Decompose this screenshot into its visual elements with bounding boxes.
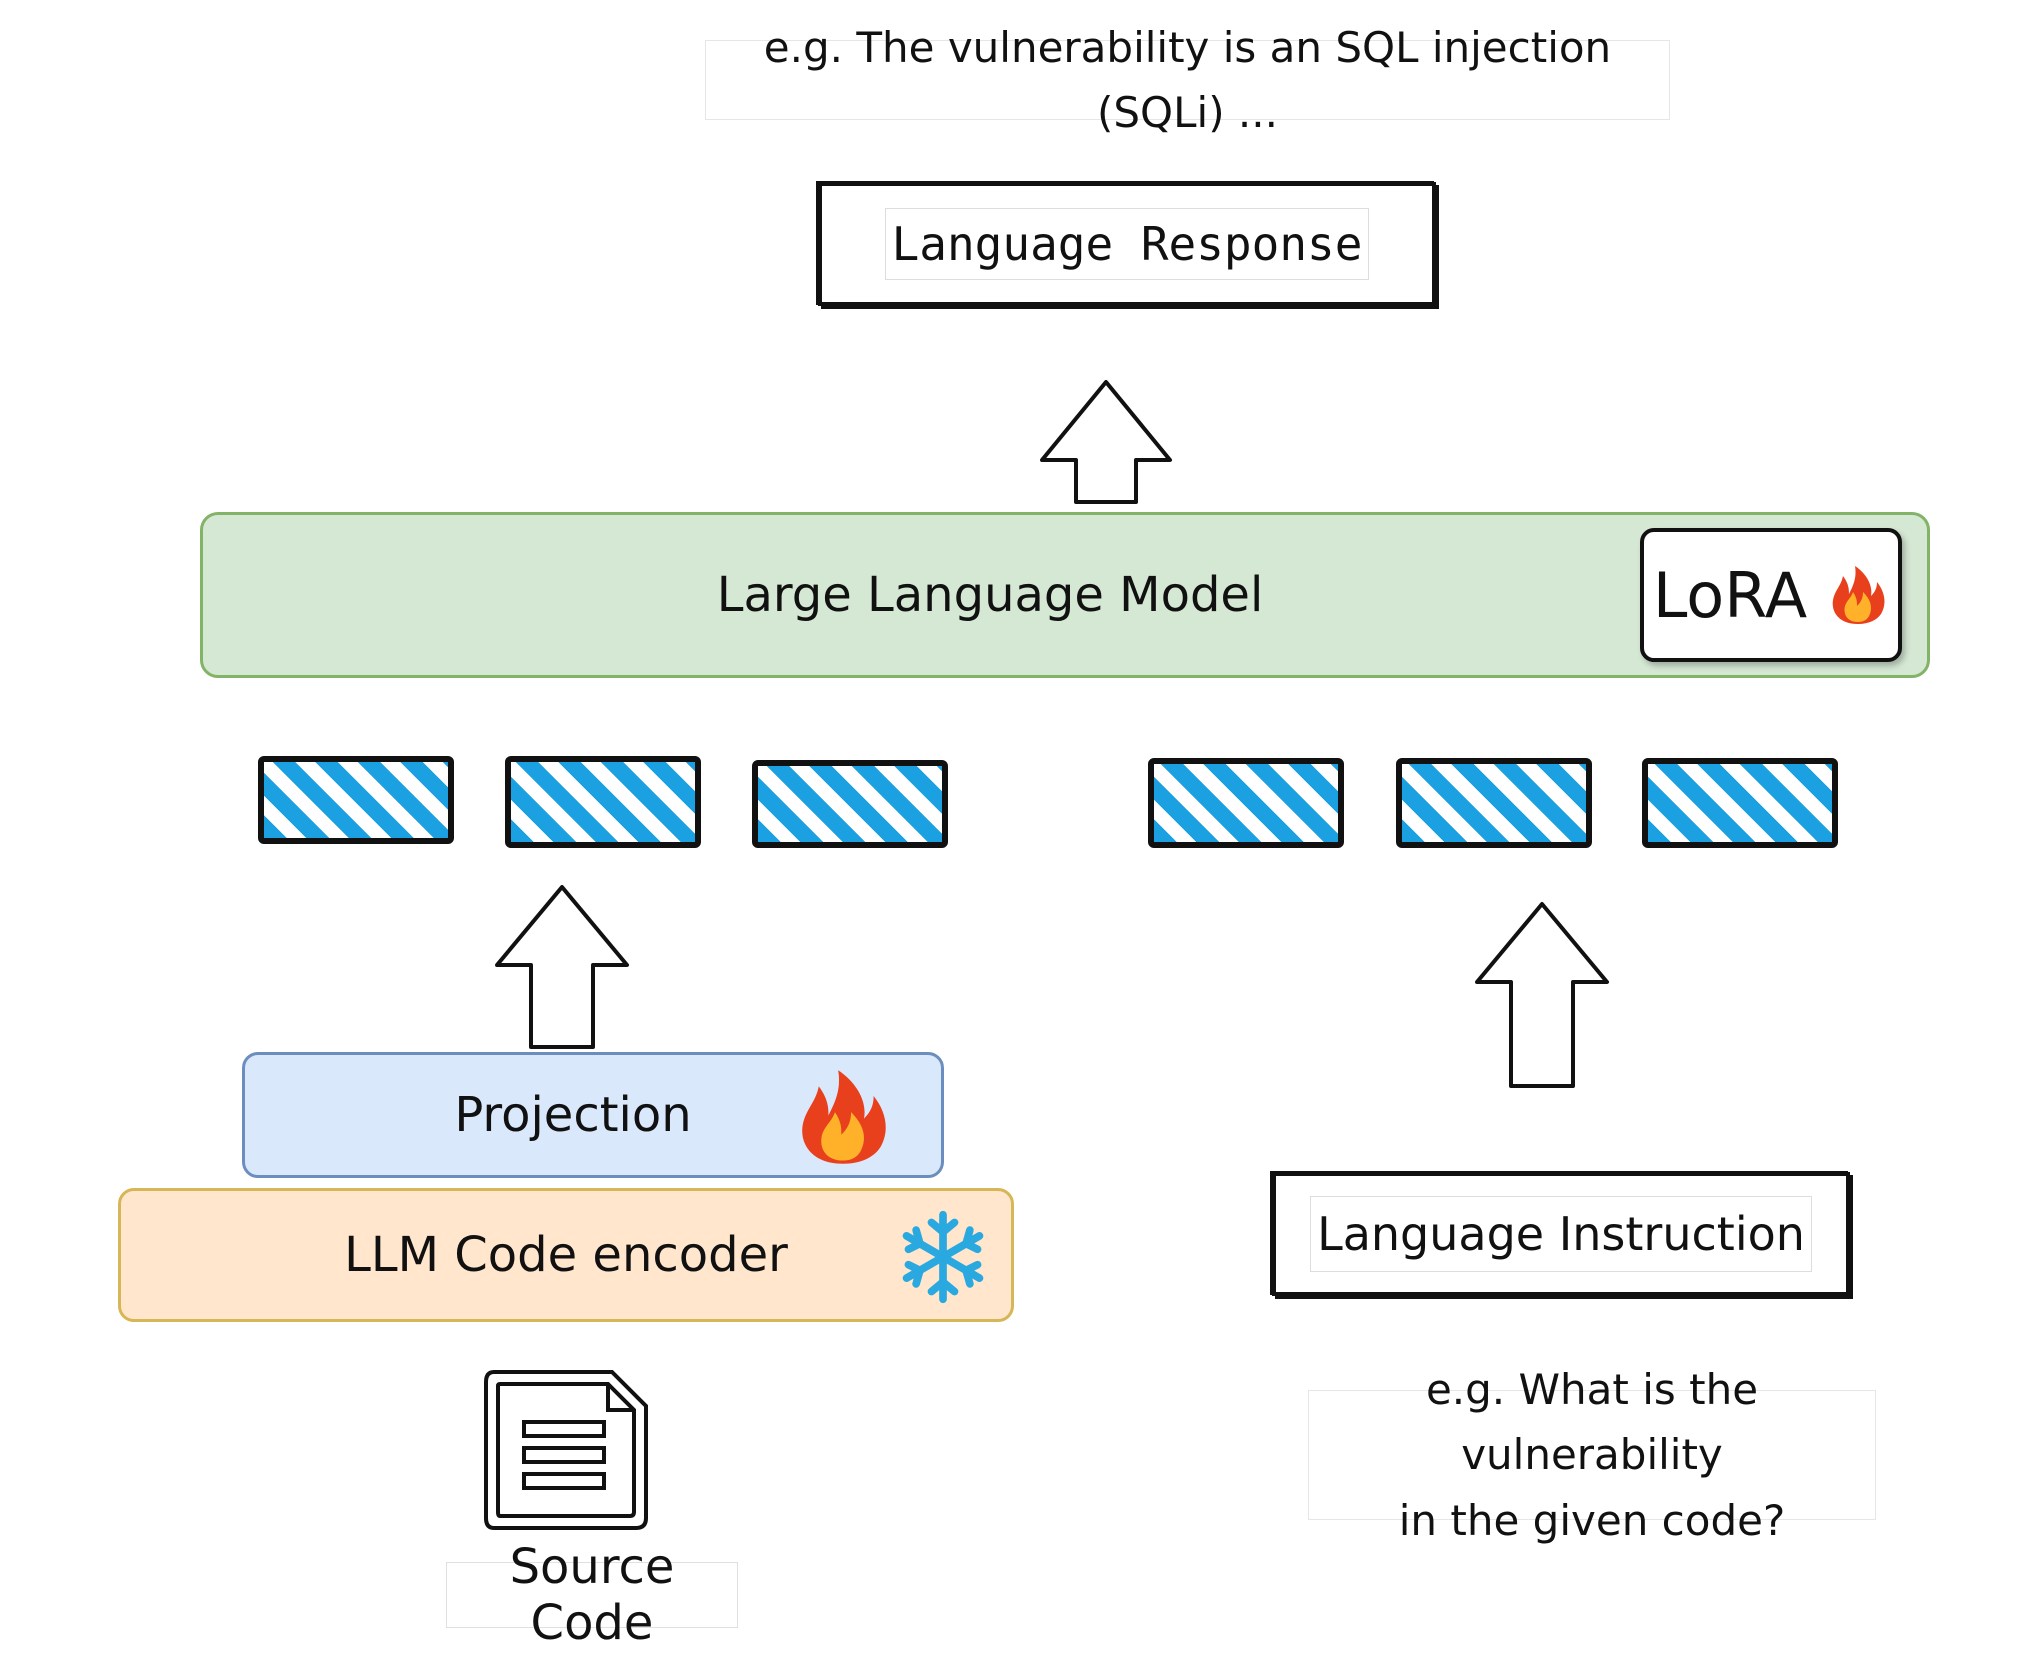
encoder-label: LLM Code encoder: [344, 1227, 788, 1283]
instruction-example-line2: in the given code?: [1398, 1495, 1786, 1545]
instruction-token-1: [1148, 758, 1344, 848]
projection-label: Projection: [454, 1087, 692, 1143]
lora-box: LoRA: [1640, 528, 1902, 662]
language-response-label: Language Response: [884, 208, 1370, 280]
language-instruction-label: Language Instruction: [1310, 1196, 1812, 1272]
code-token-3: [752, 760, 948, 848]
document-icon: [484, 1370, 648, 1530]
arrow-llm-to-response: [1040, 380, 1172, 504]
code-token-2: [505, 756, 701, 848]
arrow-instruction-to-tokens: [1475, 902, 1609, 1088]
arrow-projection-to-tokens: [495, 885, 629, 1049]
source-code-caption: Source Code: [446, 1539, 738, 1651]
llm-code-encoder-box: LLM Code encoder: [118, 1188, 1014, 1322]
language-response-box: Language Response: [818, 182, 1436, 306]
snowflake-icon: [902, 1210, 984, 1304]
fire-icon: [1832, 566, 1885, 624]
instruction-token-2: [1396, 758, 1592, 848]
response-example-text: e.g. The vulnerability is an SQL injecti…: [763, 22, 1612, 137]
llm-label: Large Language Model: [716, 567, 1264, 623]
fire-icon: [802, 1070, 886, 1164]
projection-box: Projection: [242, 1052, 944, 1178]
instruction-example: e.g. What is the vulnerability in the gi…: [1308, 1365, 1876, 1545]
instruction-token-3: [1642, 758, 1838, 848]
instruction-example-line1: e.g. What is the vulnerability: [1425, 1365, 1759, 1480]
language-instruction-box: Language Instruction: [1272, 1172, 1850, 1296]
response-example: e.g. The vulnerability is an SQL injecti…: [705, 23, 1670, 137]
source-code-label: Source Code: [509, 1539, 675, 1651]
code-token-1: [258, 756, 454, 844]
lora-label: LoRA: [1652, 558, 1808, 632]
